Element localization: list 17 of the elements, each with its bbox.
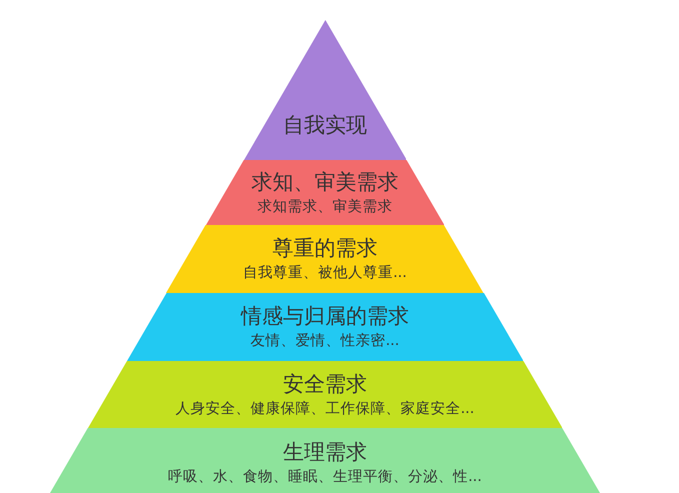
tier-title: 自我实现 (282, 112, 367, 138)
tier-description: 自我尊重、被他人尊重... (243, 264, 407, 283)
pyramid-apex (244, 20, 406, 160)
pyramid-tier (206, 160, 444, 225)
tier-description: 求知需求、审美需求 (257, 198, 392, 216)
pyramid-tier (166, 225, 484, 293)
tier-description: 友情、爱情、性亲密... (250, 332, 400, 351)
tier-title: 求知、审美需求 (251, 168, 398, 194)
tier-title: 安全需求 (282, 370, 367, 396)
pyramid-tier (88, 361, 562, 428)
pyramid-tier (126, 293, 524, 361)
tier-title: 尊重的需求 (272, 235, 378, 261)
pyramid-tier (50, 428, 600, 493)
tier-title: 情感与归属的需求 (240, 303, 409, 329)
tier-description: 人身安全、健康保障、工作保障、家庭安全... (176, 400, 474, 418)
tier-title: 生理需求 (283, 438, 367, 464)
tier-description: 呼吸、水、食物、睡眠、生理平衡、分泌、性... (168, 468, 482, 486)
